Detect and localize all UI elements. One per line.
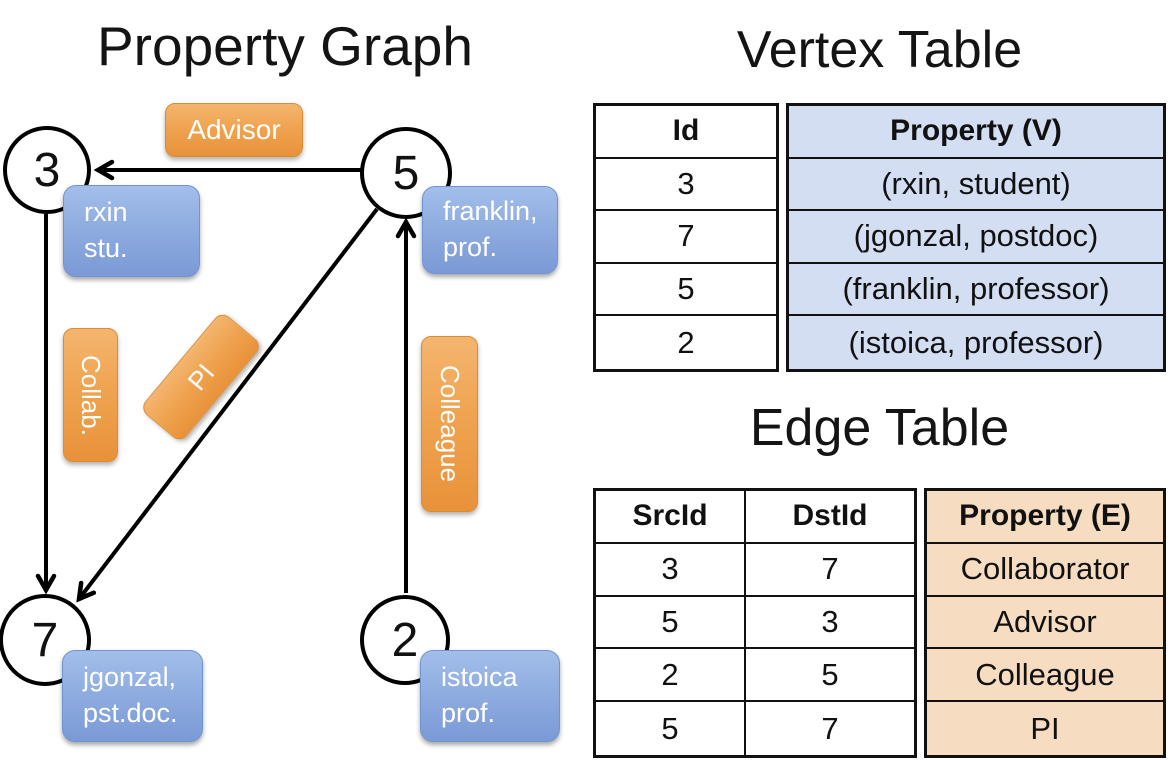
- edge-table-srcid-cell: 5: [596, 596, 746, 650]
- edge-table-title: Edge Table: [749, 399, 1010, 457]
- edge-label-colleague: Colleague: [421, 336, 478, 512]
- vertex-property-box-franklin: franklin, prof.: [422, 186, 558, 274]
- property-graph-title: Property Graph: [96, 15, 473, 77]
- vertex-table-property-cell: (rxin, student): [789, 159, 1163, 212]
- vertex-table-id-cell: 5: [596, 264, 776, 317]
- edge-label-advisor: Advisor: [165, 103, 303, 157]
- vertex-node-5-id: 5: [392, 146, 420, 200]
- vertex-property-line: prof.: [443, 232, 498, 262]
- edge-table-property-cell: Colleague: [927, 649, 1163, 703]
- edge-table: SrcId DstId 3 7 5 3 2 5 5 7 Property (E)…: [593, 488, 1166, 758]
- edge-table-srcid-cell: 3: [596, 543, 746, 597]
- edge-table-column-gap: [917, 488, 924, 758]
- vertex-table-id-column: Id 3 7 5 2: [593, 103, 779, 372]
- edge-table-header-srcid: SrcId: [596, 491, 746, 544]
- vertex-property-box-istoica: istoica prof.: [420, 650, 560, 742]
- vertex-table-property-column: Property (V) (rxin, student) (jgonzal, p…: [786, 103, 1166, 372]
- vertex-property-box-jgonzal: jgonzal, pst.doc.: [62, 650, 203, 742]
- edge-table-dstid-cell: 7: [821, 710, 839, 746]
- vertex-table-header-property: Property (V): [789, 106, 1163, 159]
- vertex-table-title: Vertex Table: [736, 21, 1023, 79]
- vertex-table-id-cell: 3: [596, 159, 776, 212]
- edge-table-dstid-cell: 3: [746, 597, 914, 650]
- vertex-property-line: prof.: [441, 698, 496, 728]
- edge-table-dstid-cell: 5: [746, 649, 914, 703]
- vertex-node-7-id: 7: [31, 613, 59, 667]
- vertex-property-box-rxin: rxin stu.: [63, 185, 200, 277]
- edge-table-dstid-cell: 7: [746, 544, 914, 597]
- vertex-node-2-id: 2: [391, 613, 419, 667]
- vertex-table-column-gap: [779, 103, 786, 372]
- vertex-property-line: rxin: [84, 197, 128, 228]
- edge-table-property-cell: Collaborator: [927, 544, 1163, 597]
- vertex-table-header-id: Id: [596, 106, 776, 159]
- vertex-property-line: stu.: [84, 233, 128, 263]
- edge-table-property-cell: PI: [1030, 710, 1060, 746]
- vertex-table-id-cell: 7: [596, 211, 776, 264]
- edge-label-collab: Collab.: [63, 328, 118, 462]
- vertex-node-3: 3: [3, 126, 91, 214]
- vertex-table-property-cell: (franklin, professor): [789, 264, 1163, 317]
- vertex-table-property-cell: (istoica, professor): [848, 324, 1104, 360]
- vertex-table-property-cell: (jgonzal, postdoc): [789, 211, 1163, 264]
- edge-table-srcid-cell: 5: [596, 702, 746, 755]
- vertex-property-line: istoica: [441, 662, 518, 693]
- edge-table-header-dstid: DstId: [746, 491, 914, 544]
- edge-table-srcid-cell: 2: [596, 649, 746, 703]
- vertex-table-id-cell: 2: [677, 324, 695, 360]
- vertex-property-line: pst.doc.: [83, 698, 178, 728]
- vertex-property-line: jgonzal,: [83, 662, 177, 693]
- vertex-property-line: franklin,: [443, 196, 538, 227]
- vertex-node-3-id: 3: [33, 143, 61, 197]
- edge-table-property-cell: Advisor: [927, 597, 1163, 650]
- edge-pi-5-to-7: [79, 207, 379, 599]
- edge-table-header-property: Property (E): [927, 491, 1163, 544]
- vertex-table: Id 3 7 5 2 Property (V) (rxin, student) …: [593, 103, 1166, 372]
- edge-table-id-columns: SrcId DstId 3 7 5 3 2 5 5 7: [593, 488, 917, 758]
- edge-table-property-column: Property (E) Collaborator Advisor Collea…: [924, 488, 1166, 758]
